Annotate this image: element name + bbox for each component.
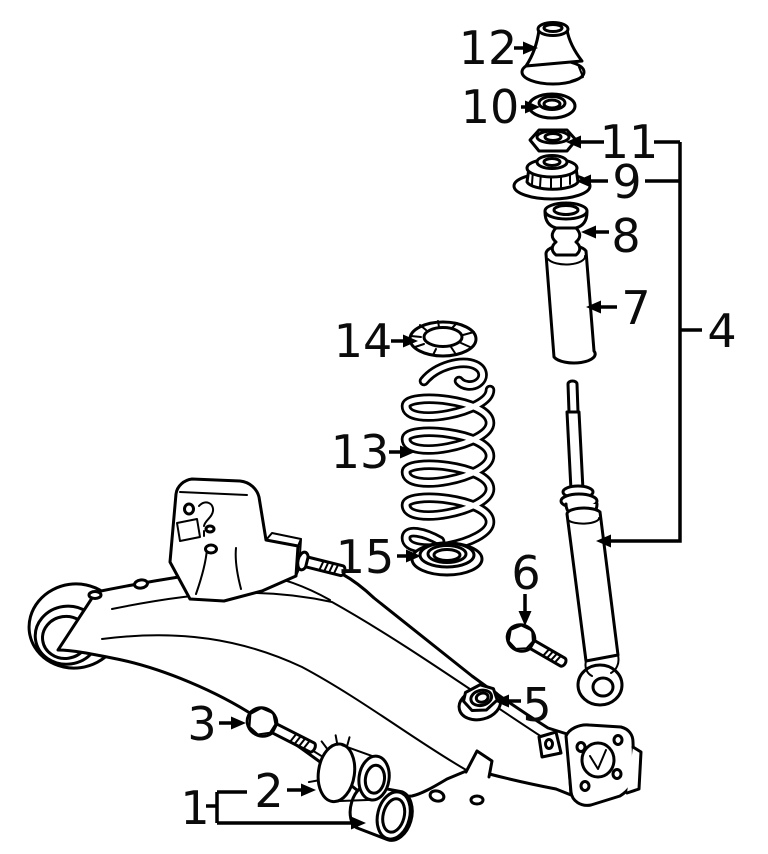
callout-15: 15: [336, 530, 421, 584]
callout-10-label[interactable]: 10: [461, 80, 520, 134]
callout-9: 9: [576, 155, 680, 209]
callout-12: 12: [459, 21, 538, 75]
callout-2-label[interactable]: 2: [254, 764, 283, 818]
part-13-coil-spring-drawing: [400, 357, 496, 554]
callout-12-label[interactable]: 12: [459, 21, 518, 75]
part-5-nut-drawing: [457, 683, 502, 722]
callout-1-label[interactable]: 1: [180, 781, 209, 835]
callout-9-label[interactable]: 9: [612, 155, 641, 209]
callout-3-label[interactable]: 3: [187, 697, 216, 751]
callout-6: 6: [511, 546, 541, 626]
callout-4: 4: [596, 142, 737, 548]
callout-14-label[interactable]: 14: [334, 314, 393, 368]
callout-13: 13: [331, 425, 415, 479]
callout-4-label[interactable]: 4: [707, 304, 736, 358]
callout-5-label[interactable]: 5: [522, 678, 551, 732]
callout-11-label[interactable]: 11: [600, 115, 659, 169]
callout-10: 10: [461, 80, 540, 134]
part-4-shock-absorber-drawing: [559, 379, 624, 707]
part-10-washer-drawing: [527, 92, 577, 120]
callout-3: 3: [187, 697, 246, 751]
part-3-bolt-drawing: [245, 706, 317, 754]
part-6-bolt-drawing: [505, 623, 568, 668]
part-15-lower-spring-seat-drawing: [410, 541, 484, 577]
callout-8: 8: [581, 209, 641, 263]
part-12-strut-bumper-drawing: [520, 21, 586, 86]
callout-2: 2: [254, 764, 316, 818]
callout-5: 5: [494, 678, 552, 732]
callout-11: 11: [566, 115, 680, 169]
callout-1: 1: [180, 781, 366, 835]
callout-15-label[interactable]: 15: [336, 530, 395, 584]
callout-8-label[interactable]: 8: [611, 209, 640, 263]
part-8-cushion-drawing: [543, 201, 589, 257]
part-9-support-drawing: [512, 154, 592, 201]
callout-7: 7: [586, 281, 651, 335]
part-7-dust-cover-drawing: [544, 243, 597, 365]
part-2-bushing-drawing: [307, 734, 391, 804]
part-11-nut-drawing: [528, 128, 578, 153]
bracket-stud: [296, 550, 347, 578]
callout-14: 14: [334, 314, 418, 368]
arrowhead: [523, 41, 538, 55]
callout-6-label[interactable]: 6: [511, 546, 540, 600]
axle-beam-drawing: [27, 477, 643, 842]
callout-7-label[interactable]: 7: [621, 281, 650, 335]
part-14-upper-spring-seat-drawing: [408, 320, 478, 358]
callout-13-label[interactable]: 13: [331, 425, 390, 479]
